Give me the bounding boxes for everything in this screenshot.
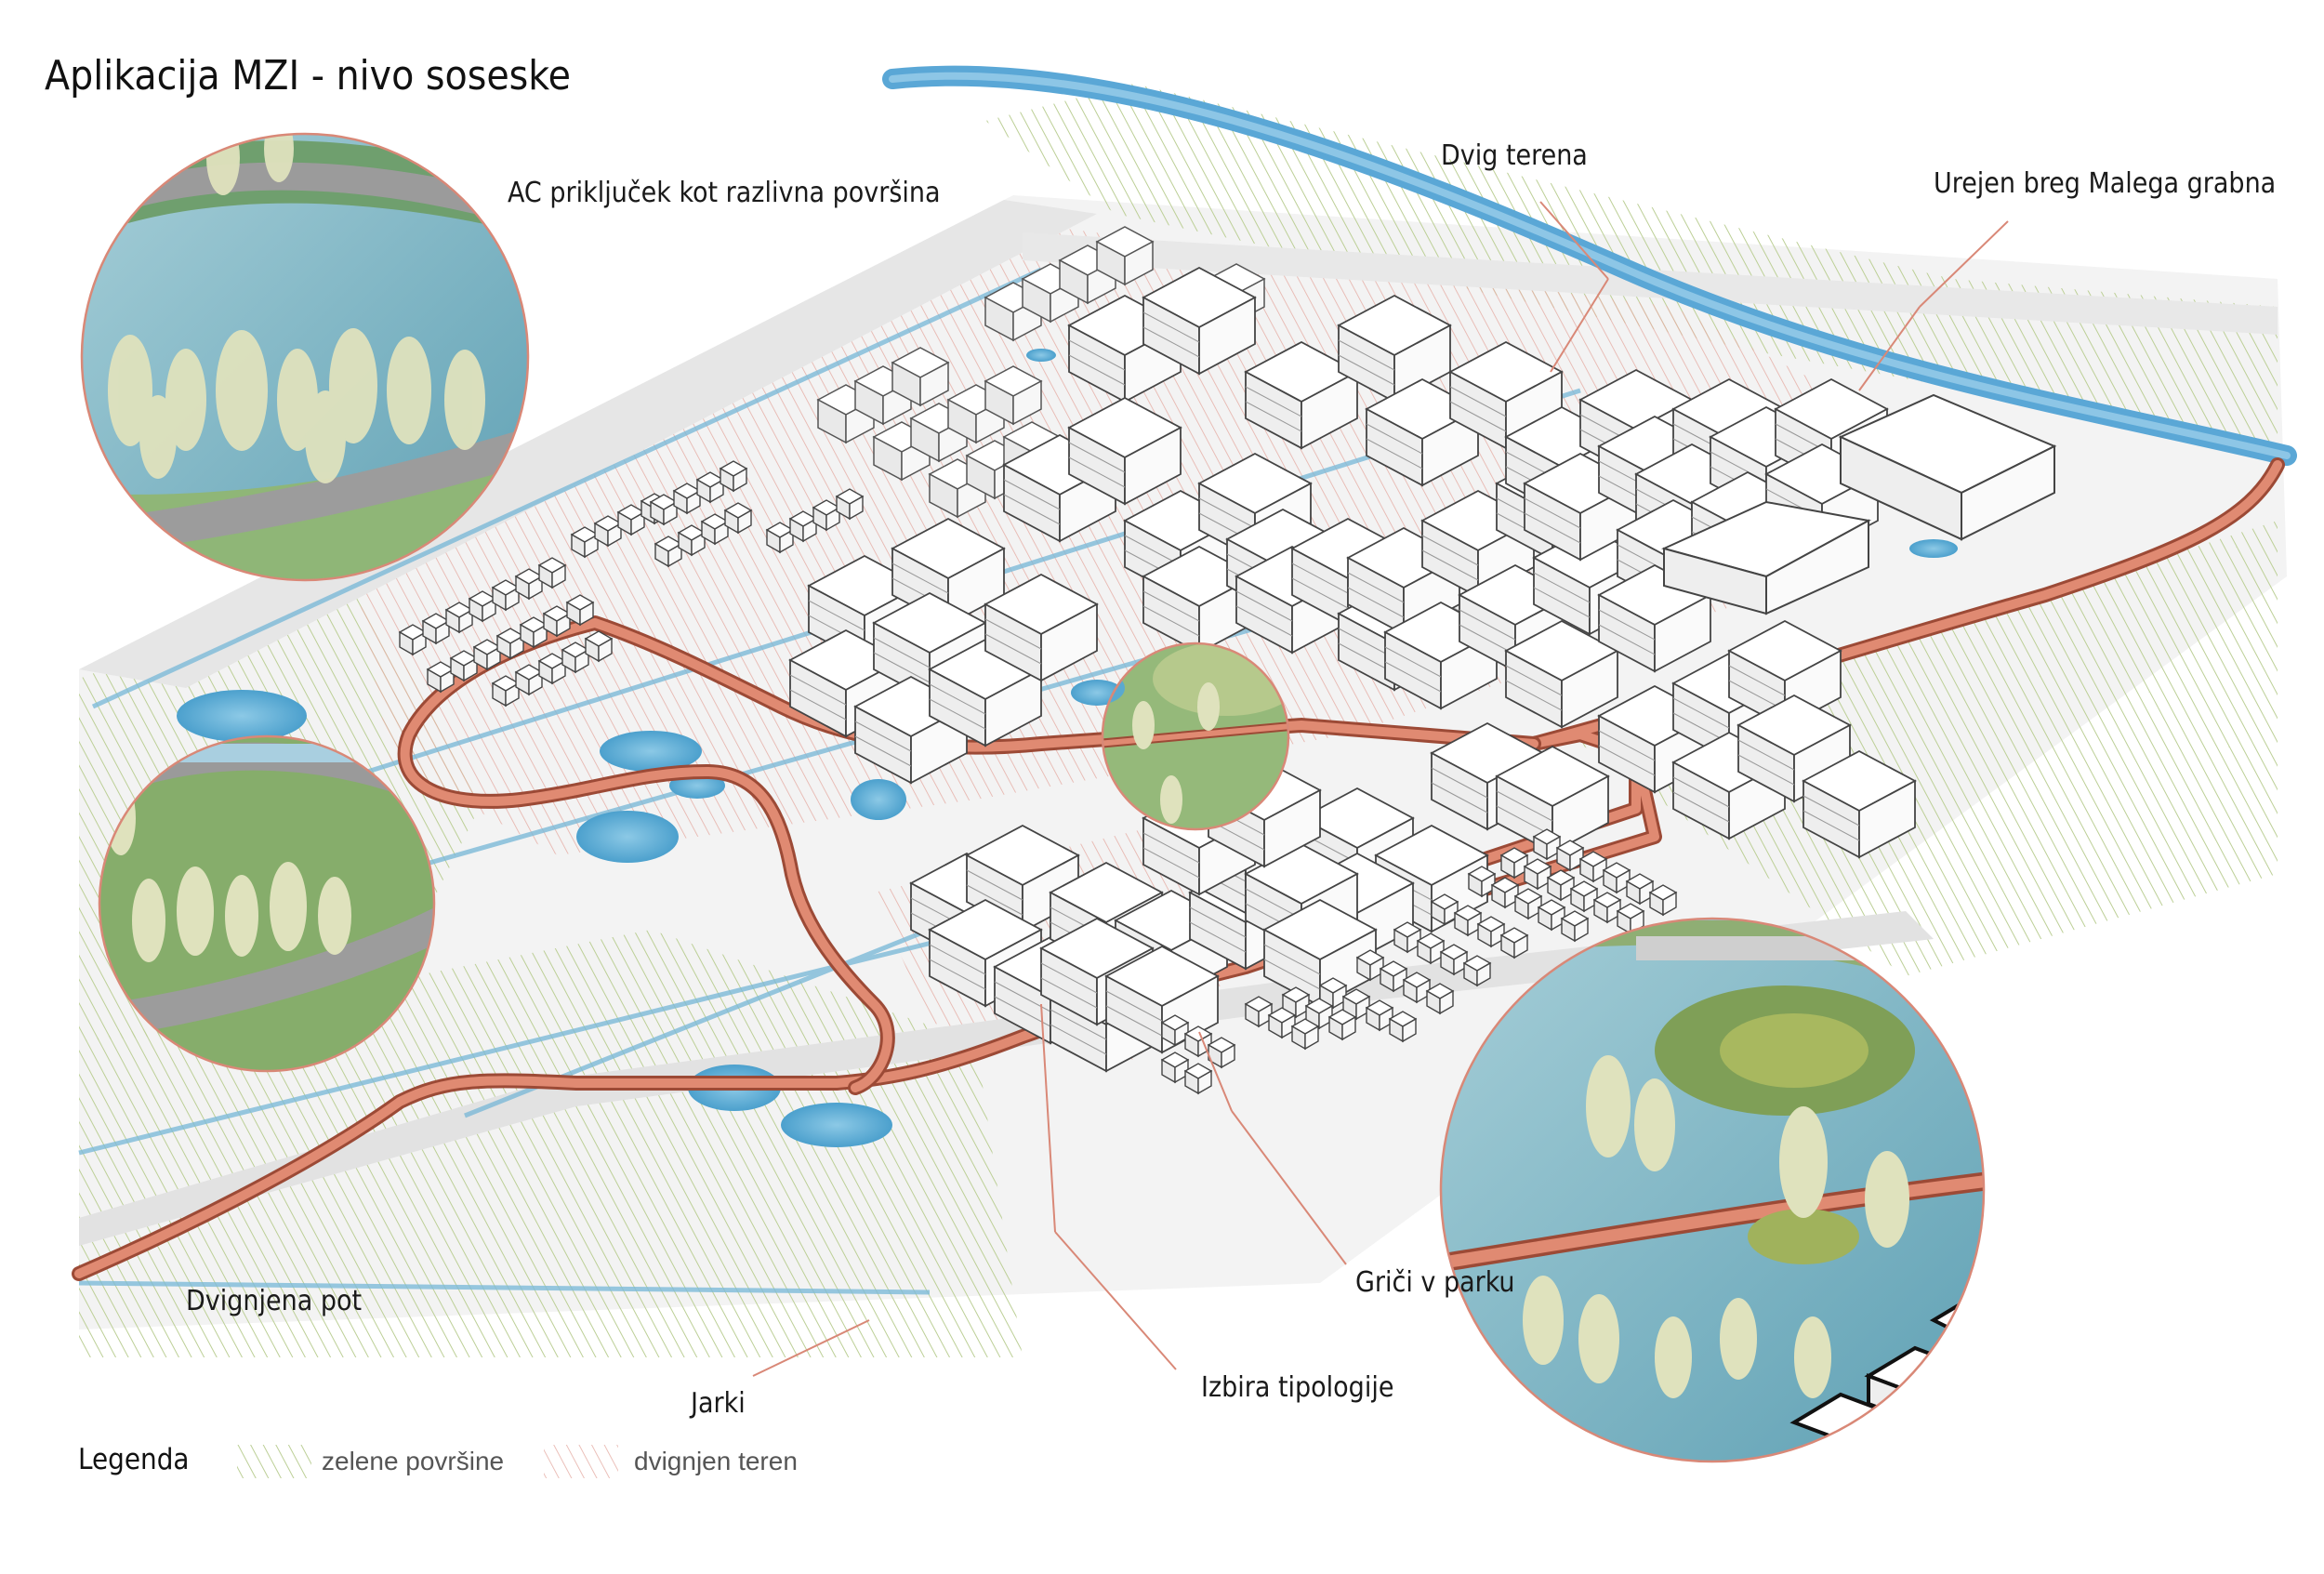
label-ac-connection: AC priključek kot razlivna površina — [508, 177, 941, 209]
detail-circle-park-hills — [1103, 643, 1288, 829]
legend-label-raised: dvignjen teren — [634, 1447, 798, 1475]
legend-label-green: zelene površine — [322, 1447, 505, 1475]
label-ditches: Jarki — [691, 1387, 746, 1420]
label-terrain-raise: Dvig terena — [1441, 139, 1588, 172]
page-title: Aplikacija MZI - nivo soseske — [45, 52, 572, 99]
legend-title: Legenda — [78, 1443, 190, 1476]
label-park-hills: Griči v parku — [1355, 1266, 1515, 1299]
callout-lines — [752, 201, 2009, 1377]
label-typology: Izbira tipologije — [1201, 1371, 1394, 1404]
label-river-bank: Urejen breg Malega grabna — [1934, 167, 2277, 200]
retention-ponds — [177, 349, 1958, 1147]
legend-swatch-green — [237, 1445, 311, 1478]
green-area-right — [1580, 521, 2278, 976]
buildings-large-east — [1661, 393, 2057, 615]
legend-swatch-raised — [544, 1445, 618, 1478]
label-raised-path: Dvignjena pot — [186, 1285, 363, 1317]
